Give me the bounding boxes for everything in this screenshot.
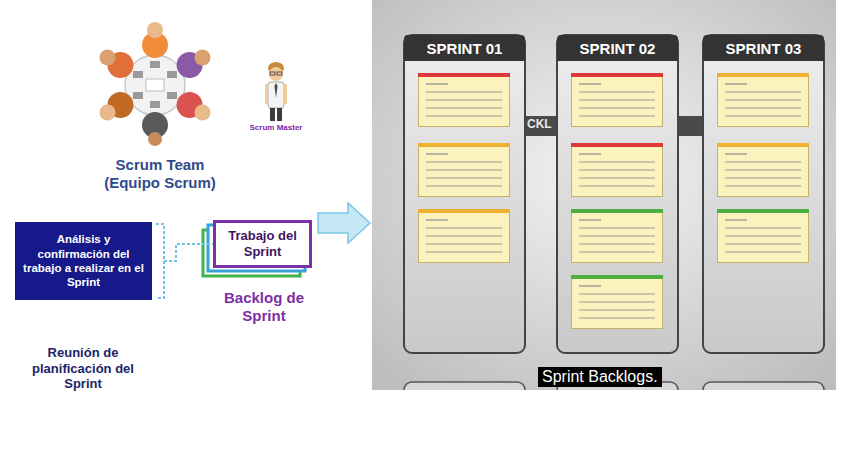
node-text: Trabajo del Sprint — [221, 228, 304, 259]
team-label: Scrum Team (Equipo Scrum) — [95, 156, 225, 192]
team-illustration — [100, 22, 211, 146]
node-text: SPRINT 02 — [580, 40, 656, 57]
role-label: Scrum Master — [244, 123, 308, 132]
board-label: CKL — [527, 118, 557, 132]
backlog-card: Trabajo del SprintBacklog de Sprint — [213, 220, 312, 268]
section-heading: Backlog de Sprint — [212, 289, 316, 325]
section-heading: Reunión de planificación del Sprint — [23, 345, 143, 392]
node-text: SPRINT 03 — [726, 40, 802, 57]
scrum-master-figure — [265, 62, 287, 121]
process-box: Análisis y confirmación del trabajo a re… — [15, 222, 152, 300]
sprint-board — [372, 0, 849, 450]
sprint-header: SPRINT 02 — [557, 35, 678, 61]
node-text: Análisis y confirmación del trabajo a re… — [23, 232, 144, 290]
sprint-header: SPRINT 01 — [404, 35, 525, 61]
flow-arrow — [318, 203, 370, 243]
caption: Sprint Backlogs. — [538, 367, 662, 387]
sprint-header: SPRINT 03 — [703, 35, 824, 61]
node-text: SPRINT 01 — [427, 40, 503, 57]
bracket-connector — [156, 224, 213, 298]
